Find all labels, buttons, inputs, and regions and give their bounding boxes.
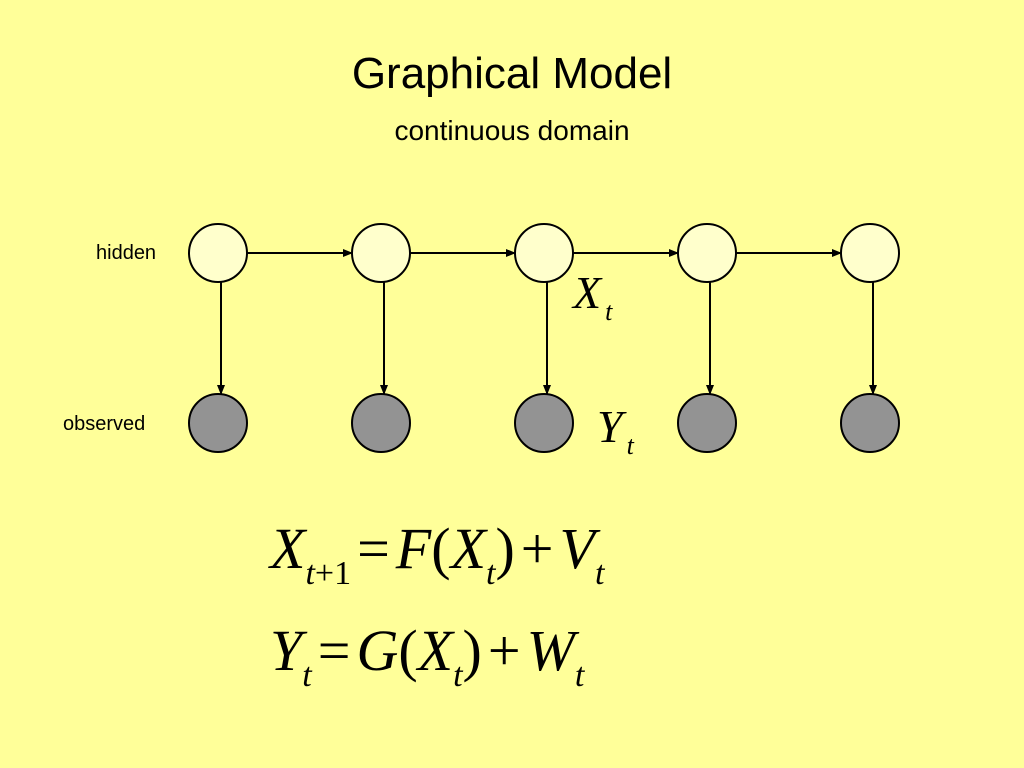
transition-equation: Xt+1=F(Xt)+Vt: [270, 516, 605, 592]
observed-node: [351, 393, 411, 453]
hidden-node: [514, 223, 574, 283]
slide-title: Graphical Model: [351, 49, 673, 98]
slide-subtitle: continuous domain: [394, 115, 630, 146]
observed-node: [840, 393, 900, 453]
hidden-node: [840, 223, 900, 283]
hidden-node: [188, 223, 248, 283]
observed-node: [677, 393, 737, 453]
observed-row-label: observed: [63, 413, 146, 435]
hidden-node: [351, 223, 411, 283]
observed-node: [514, 393, 574, 453]
observed-node: [188, 393, 248, 453]
hidden-node: [677, 223, 737, 283]
hidden-row-label: hidden: [96, 242, 157, 264]
observation-equation: Yt=G(Xt)+Wt: [270, 618, 585, 694]
